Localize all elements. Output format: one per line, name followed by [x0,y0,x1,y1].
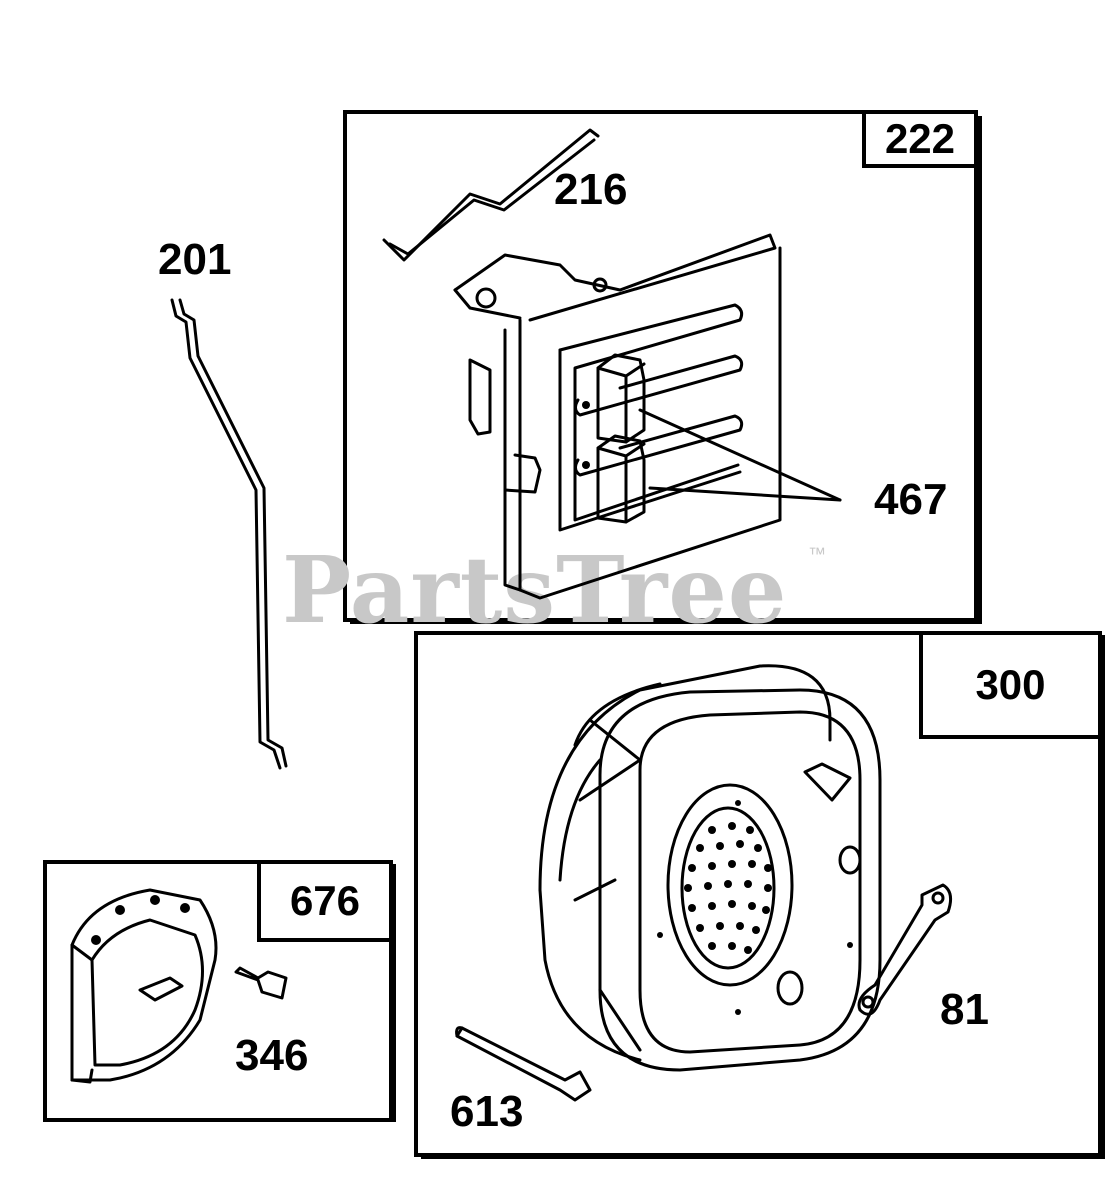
callout-613: 613 [450,1087,524,1136]
box-222-tag: 222 [862,110,978,168]
callout-201: 201 [158,235,232,284]
watermark: PartsTree [282,536,788,644]
brake-holes [91,895,190,945]
box-222 [343,110,978,622]
filled-detail-marks [91,401,853,1015]
muffler-300-drawing [455,664,953,1102]
governor-link-201-drawing [170,298,288,770]
brake-676-drawing [70,888,288,1084]
baffle-slot-marks [582,401,590,469]
muffler-screen-holes [684,822,772,954]
muffler-rivet-marks [657,800,853,1015]
baffle-bracket-drawing [453,233,842,600]
box-676-tag: 676 [257,860,393,942]
box-300-tag: 300 [919,631,1102,739]
callout-216: 216 [554,165,628,214]
callout-467: 467 [874,475,948,524]
watermark-trademark: ™ [808,544,826,564]
link-216-drawing [382,128,600,262]
callout-346: 346 [235,1031,309,1080]
callout-81: 81 [940,985,989,1034]
